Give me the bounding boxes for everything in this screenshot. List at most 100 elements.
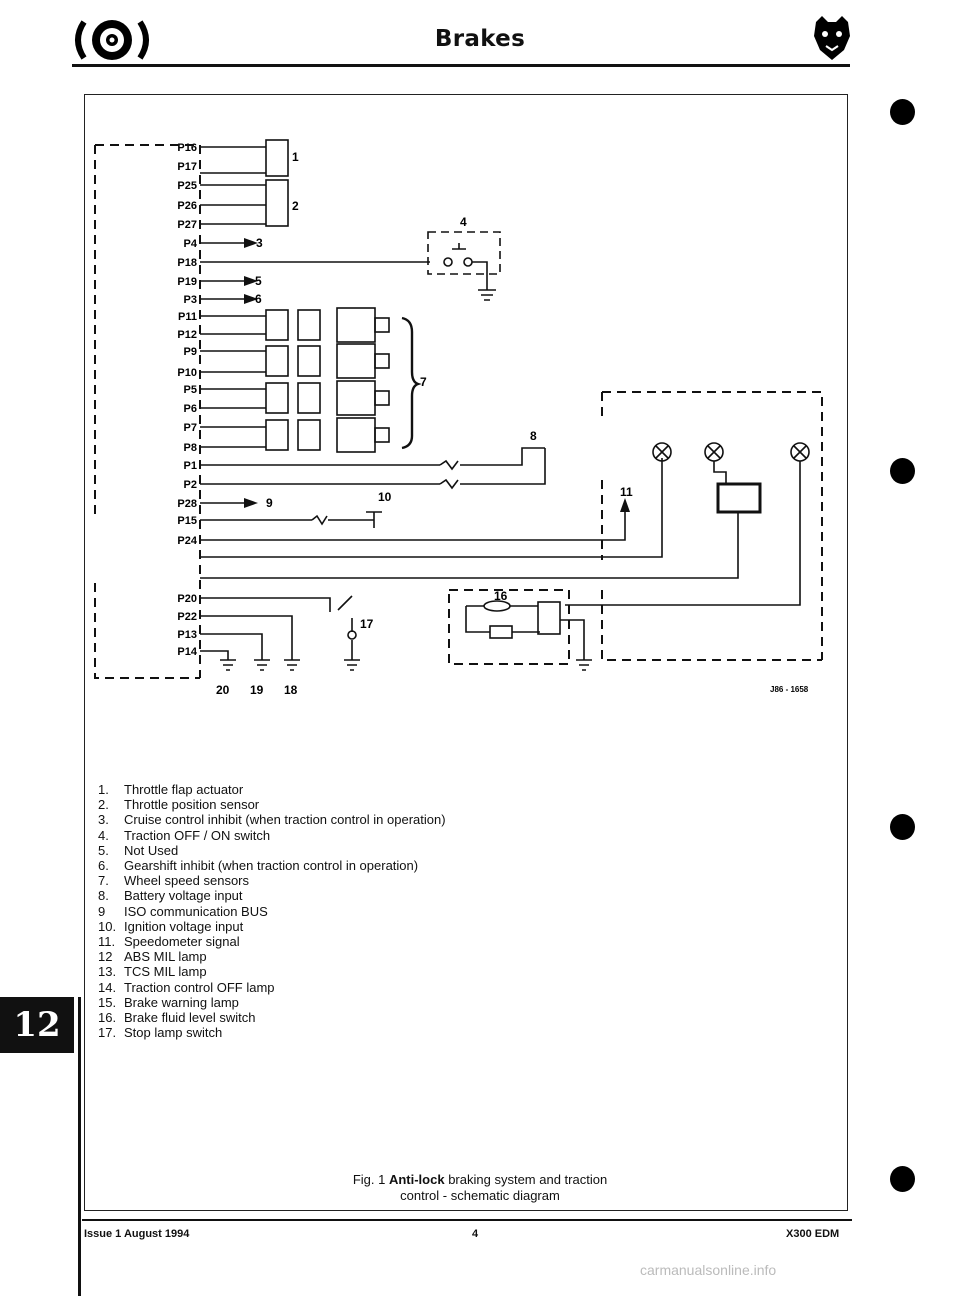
legend-item-number: 8. — [98, 888, 109, 904]
legend-item: 4. Traction OFF / ON switch — [98, 828, 446, 843]
legend-item-number: 10. — [98, 918, 117, 934]
ecu-outline — [94, 144, 200, 679]
legend-item-text: Brake warning lamp — [124, 994, 239, 1010]
legend-item-text: Not Used — [124, 842, 179, 858]
legend-item: 9 ISO communication BUS — [98, 904, 446, 919]
callout-label: 20 — [216, 683, 230, 697]
legend-item-number: 16. — [98, 1010, 117, 1026]
legend-item: 2.Throttle position sensor — [98, 797, 446, 812]
legend-item: 5. Not Used — [98, 843, 446, 858]
pin-label: P9 — [184, 346, 197, 358]
legend-item-text: Cruise control inhibit (when traction co… — [124, 812, 446, 828]
legend-item-text: Wheel speed sensors — [124, 873, 250, 889]
pin-label: P14 — [177, 646, 197, 658]
schematic-diagram: P16P17P25P26P27P4P18P19P3P11P12P9P10P5P6… — [94, 139, 823, 697]
figure-frame — [84, 94, 848, 1211]
binder-hole-4 — [890, 1166, 915, 1192]
caption-line2: control - schematic diagram — [400, 1188, 560, 1203]
legend-item: 6. Gearshift inhibit (when traction contr… — [98, 858, 446, 873]
pin-label: P28 — [177, 498, 197, 510]
brake-disc-logo-icon — [75, 20, 149, 60]
legend-item-number: 2. — [98, 797, 109, 813]
tab-rule — [78, 997, 81, 1296]
throttle-flap-actuator-block — [265, 139, 289, 177]
legend-item-text: ISO communication BUS — [124, 903, 268, 919]
callout-label: 18 — [284, 683, 298, 697]
legend-item-number: 17. — [98, 1025, 117, 1041]
caption-bold: Anti-lock — [388, 1172, 445, 1187]
legend-item-number: 3. — [98, 812, 109, 828]
callout-label: 10 — [378, 490, 392, 504]
binder-hole-3 — [890, 814, 915, 840]
pin-label: P3 — [184, 294, 197, 306]
pin-label: P27 — [177, 219, 197, 231]
pin-label: P10 — [177, 367, 197, 379]
pin-label: P16 — [177, 142, 197, 154]
legend-item-text: Ignition voltage input — [124, 918, 244, 934]
legend-item-text: Brake fluid level switch — [124, 1010, 256, 1026]
binder-hole-2 — [890, 458, 915, 484]
legend-item-number: 5. — [98, 842, 109, 858]
legend-item: 14.Traction control OFF lamp — [98, 980, 446, 995]
legend-item-number: 6. — [98, 858, 109, 874]
legend-item-text: TCS MIL lamp — [124, 964, 207, 980]
caption-line1: braking system and traction — [448, 1172, 608, 1187]
callout-label: 1 — [292, 150, 299, 164]
callout-label: 19 — [250, 683, 264, 697]
legend-item: 10. Ignition voltage input — [98, 919, 446, 934]
legend-item-number: 11. — [98, 934, 116, 950]
callout-label: 7 — [420, 375, 427, 389]
pin-label: P11 — [178, 311, 197, 323]
header-rule — [72, 64, 850, 67]
page-title: Brakes — [434, 26, 526, 52]
pin-labels: P16P17P25P26P27P4P18P19P3P11P12P9P10P5P6… — [177, 142, 197, 658]
pin-label: P22 — [177, 611, 197, 623]
legend-item: 7. Wheel speed sensors — [98, 873, 446, 888]
legend-item-text: Throttle flap actuator — [124, 782, 244, 797]
pin-label: P13 — [177, 629, 197, 641]
legend-item-number: 9 — [98, 903, 106, 919]
legend-item-text: Stop lamp switch — [124, 1025, 223, 1041]
callout-label: 16 — [494, 589, 508, 603]
jaguar-head-logo-icon — [814, 16, 850, 60]
legend-item-number: 1. — [98, 782, 109, 797]
legend-item-text: Gearshift inhibit (when traction control… — [124, 858, 419, 874]
legend-item: 1. Throttle flap actuator — [98, 782, 446, 797]
legend-item-number: 15. — [98, 994, 117, 1010]
callout-label: 11 — [620, 485, 633, 499]
footer-doc-code: X300 EDM — [786, 1228, 840, 1240]
legend-item: 15. Brake warning lamp — [98, 995, 446, 1010]
legend-item-text: Speedometer signal — [124, 934, 240, 950]
pin-label: P20 — [177, 593, 197, 605]
callout-label: 2 — [292, 199, 299, 213]
footer-issue: Issue 1 August 1994 — [84, 1228, 190, 1240]
legend-item-text: Traction control OFF lamp — [124, 979, 275, 995]
pin-label: P24 — [177, 535, 197, 547]
figure-reference: J86 - 1658 — [770, 685, 809, 694]
header-logo-brakes — [70, 18, 154, 62]
traction-switch-box — [427, 231, 501, 275]
callout-label: 8 — [530, 429, 537, 443]
legend-item-number: 13. — [98, 964, 117, 980]
callout-label: 5 — [255, 274, 262, 288]
legend-item: 13. TCS MIL lamp — [98, 964, 446, 979]
legend-item-number: 4. — [98, 827, 109, 843]
pin-label: P18 — [177, 257, 197, 269]
callout-label: 6 — [255, 292, 262, 306]
pin-label: P17 — [177, 161, 197, 173]
pin-label: P7 — [184, 422, 197, 434]
figure-caption: Fig. 1 Anti-lock braking system and trac… — [300, 1172, 660, 1204]
pin-label: P12 — [177, 329, 197, 341]
legend-item-number: 7. — [98, 873, 109, 889]
callout-label: 3 — [256, 236, 263, 250]
footer-rule — [82, 1219, 852, 1221]
pin-label: P1 — [184, 460, 197, 472]
legend-item: 3. Cruise control inhibit (when traction … — [98, 812, 446, 827]
legend-item-text: Traction OFF / ON switch — [124, 827, 271, 843]
legend-item: 17. Stop lamp switch — [98, 1025, 446, 1040]
binder-hole-1 — [890, 99, 915, 125]
legend-item: 16. Brake fluid level switch — [98, 1010, 446, 1025]
pin-label: P5 — [184, 384, 197, 396]
